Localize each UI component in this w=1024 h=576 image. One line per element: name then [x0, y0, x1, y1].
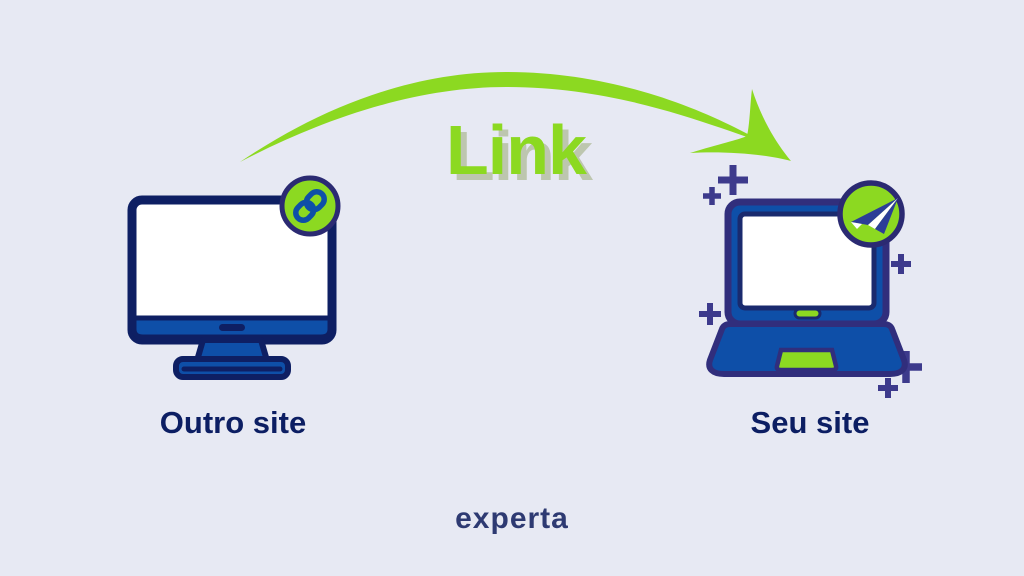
- chain-link-icon: [293, 189, 327, 223]
- right-item-label: Seu site: [750, 405, 870, 440]
- plus-icon: [703, 187, 721, 205]
- laptop-button-pill: [793, 307, 822, 320]
- laptop-trackpad: [774, 347, 839, 373]
- link-text: Link: [446, 111, 587, 189]
- arrow-swoosh: [240, 72, 764, 162]
- laptop-illustration: [699, 165, 922, 398]
- arrow-head: [690, 89, 791, 161]
- curved-arrow: [240, 72, 791, 162]
- left-item-label: Outro site: [159, 405, 307, 440]
- monitor-chin-pill: [219, 324, 245, 331]
- plus-decorations: [699, 165, 922, 398]
- plus-icon: [718, 165, 748, 195]
- plus-icon: [699, 303, 721, 325]
- plus-icon: [891, 254, 911, 274]
- paper-plane-icon: [851, 198, 898, 234]
- link-badge: [279, 175, 341, 237]
- monitor-illustration: [127, 175, 341, 380]
- send-badge: [837, 180, 905, 248]
- plus-icon: [878, 378, 898, 398]
- brand-logo: experta: [455, 502, 569, 535]
